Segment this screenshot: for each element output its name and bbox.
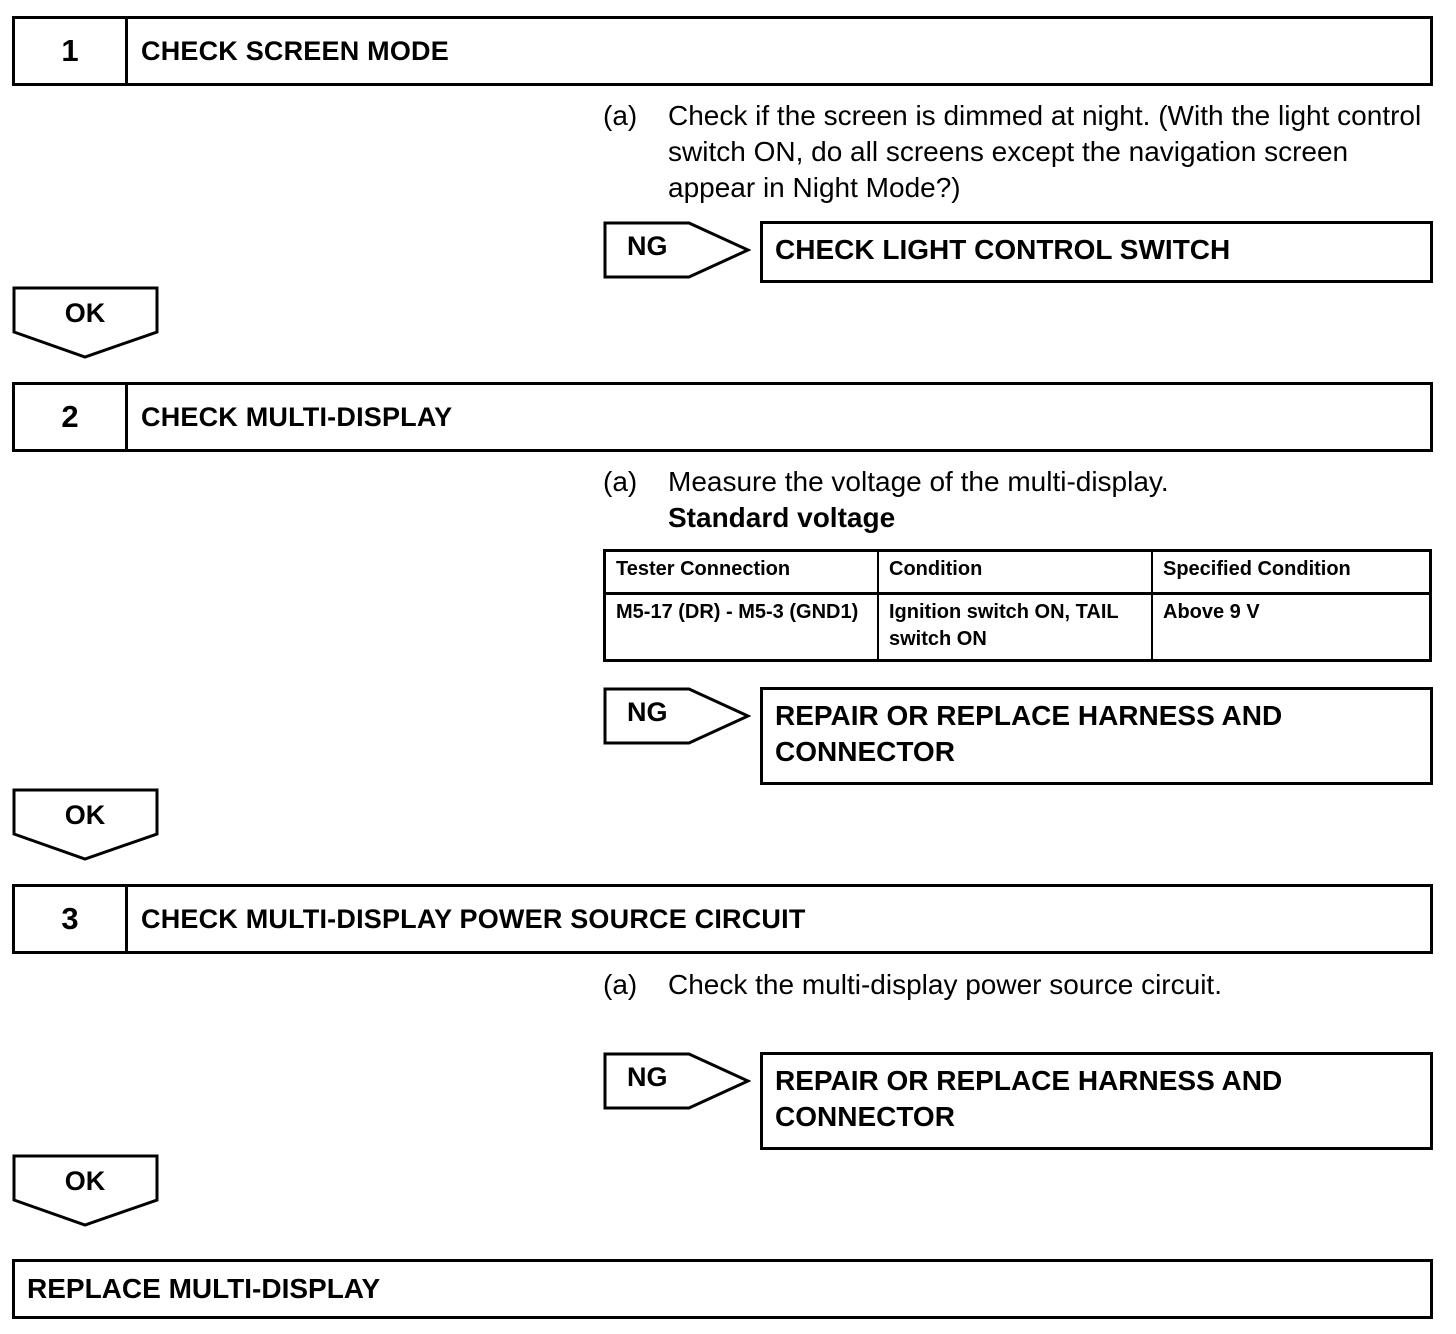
table-row: M5-17 (DR) - M5-3 (GND1) Ignition switch… [603,592,1432,662]
instruction-label: (a) [603,969,638,1000]
ng-result-text: REPAIR OR REPLACE HARNESS AND CONNECTOR [775,700,1283,767]
ok-arrow: OK [12,286,160,360]
instruction-label: (a) [603,100,638,131]
ok-arrow: OK [12,1154,160,1228]
step-2-header: 2 CHECK MULTI-DISPLAY [12,382,1433,452]
table-header: Condition [877,549,1153,595]
ok-label: OK [64,800,106,830]
instruction-text: Measure the voltage of the multi-display… [668,466,1169,497]
table-cell: Above 9 V [1151,592,1432,662]
instruction-label: (a) [603,466,638,497]
step-title: CHECK MULTI-DISPLAY [141,401,453,432]
step-number: 1 [15,19,128,83]
ng-arrow: NG [603,221,751,279]
standard-voltage-label: Standard voltage [668,502,896,533]
ng-arrow: NG [603,1052,751,1110]
ok-arrow: OK [12,788,160,862]
ng-result-box: CHECK LIGHT CONTROL SWITCH [760,221,1433,283]
instruction-text: Check the multi-display power source cir… [668,969,1222,1000]
table-cell: Ignition switch ON, TAIL switch ON [877,592,1153,662]
ng-label: NG [627,1062,668,1092]
ng-arrow: NG [603,687,751,745]
instruction-text: Check if the screen is dimmed at night. … [668,100,1422,203]
step-2-instruction: (a) Measure the voltage of the multi-dis… [603,464,1433,536]
step-3-header: 3 CHECK MULTI-DISPLAY POWER SOURCE CIRCU… [12,884,1433,954]
step-title: CHECK MULTI-DISPLAY POWER SOURCE CIRCUIT [141,903,806,934]
step-number: 3 [15,887,128,951]
final-action-text: REPLACE MULTI-DISPLAY [27,1273,381,1304]
table-header: Tester Connection [603,549,879,595]
ng-label: NG [627,697,668,727]
step-1-instruction: (a) Check if the screen is dimmed at nig… [603,98,1433,206]
step-1-header: 1 CHECK SCREEN MODE [12,16,1433,86]
step-title: CHECK SCREEN MODE [141,35,449,66]
step-3-instruction: (a) Check the multi-display power source… [603,967,1433,1003]
table-header: Specified Condition [1151,549,1432,595]
step-number: 2 [15,385,128,449]
table-header-row: Tester Connection Condition Specified Co… [603,549,1432,595]
final-action-box: REPLACE MULTI-DISPLAY [12,1259,1433,1319]
ng-result-text: REPAIR OR REPLACE HARNESS AND CONNECTOR [775,1065,1283,1132]
table-cell: M5-17 (DR) - M5-3 (GND1) [603,592,879,662]
ng-result-box: REPAIR OR REPLACE HARNESS AND CONNECTOR [760,1052,1433,1150]
ng-label: NG [627,231,668,261]
voltage-table: Tester Connection Condition Specified Co… [603,549,1432,662]
ng-result-text: CHECK LIGHT CONTROL SWITCH [775,234,1231,265]
ok-label: OK [64,1166,106,1196]
ng-result-box: REPAIR OR REPLACE HARNESS AND CONNECTOR [760,687,1433,785]
ok-label: OK [64,298,106,328]
